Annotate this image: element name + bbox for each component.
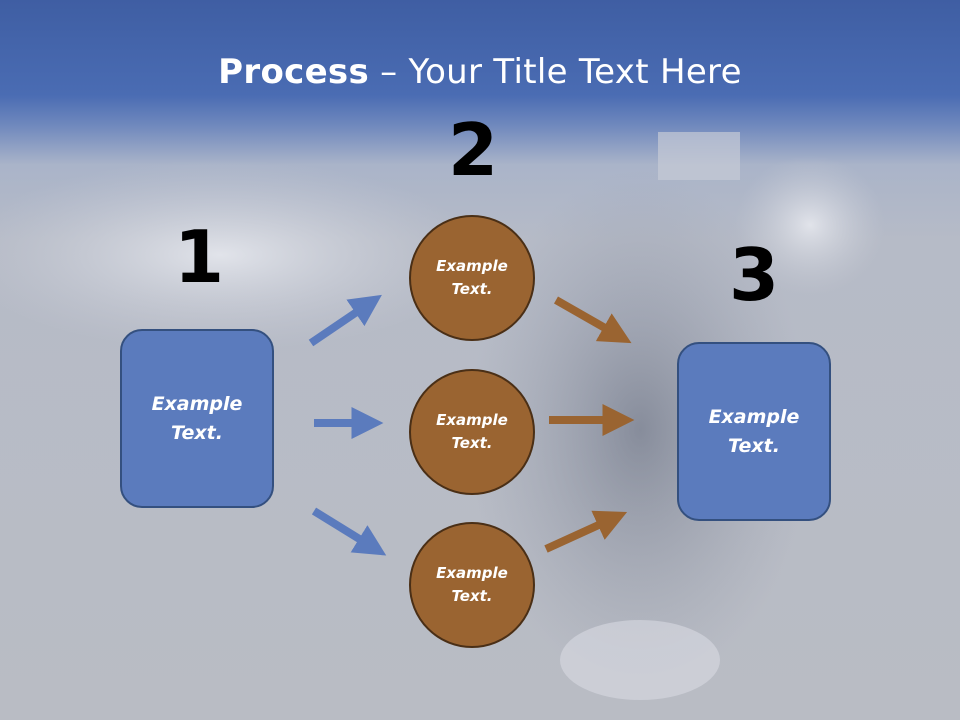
step-number-3: 3 bbox=[728, 233, 780, 317]
title-rest: – Your Title Text Here bbox=[369, 52, 742, 92]
circle-middle[interactable]: Example Text. bbox=[409, 369, 535, 495]
slide-title: Process – Your Title Text Here bbox=[0, 52, 960, 92]
step-number-1: 1 bbox=[173, 215, 225, 299]
circle-bottom[interactable]: Example Text. bbox=[409, 522, 535, 648]
step-number-2: 2 bbox=[447, 108, 499, 192]
circle-top[interactable]: Example Text. bbox=[409, 215, 535, 341]
right-process-box[interactable]: Example Text. bbox=[677, 342, 831, 521]
title-bold: Process bbox=[218, 52, 370, 92]
arrow-brown-down bbox=[554, 296, 632, 344]
left-process-box[interactable]: Example Text. bbox=[120, 329, 274, 508]
arrow-blue-up bbox=[308, 294, 382, 347]
arrow-brown-up bbox=[544, 510, 628, 553]
arrow-blue-down bbox=[311, 507, 387, 556]
